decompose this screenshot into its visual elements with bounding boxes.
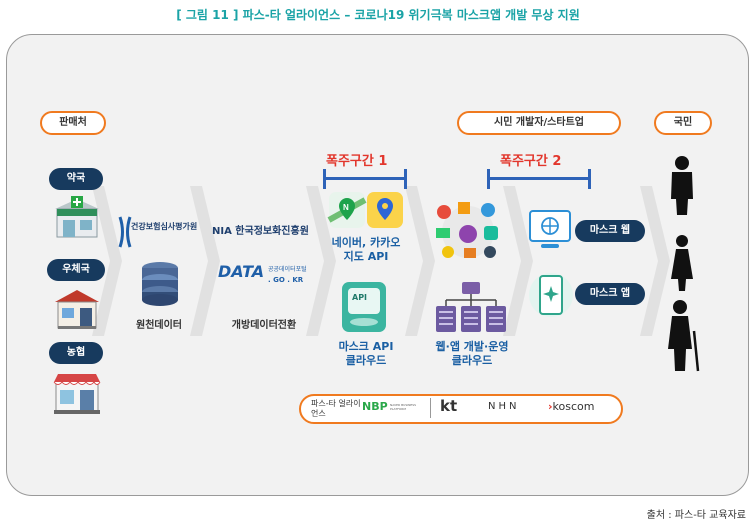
webapp-cloud-label-line1: 웹·앱 개발·운영: [435, 340, 509, 353]
hira-logo-text: 건강보험심사평가원: [131, 222, 198, 231]
partner-nbp-sub: NAVER BUSINESS PLATFORM: [390, 403, 417, 411]
flow-arrow-5: [503, 186, 533, 336]
partner-kt-logo: kt: [440, 397, 458, 415]
bottleneck-1-bracket: [323, 169, 407, 189]
api-badge: API: [352, 293, 368, 302]
open-data-conversion-label: 개방데이터전환: [231, 320, 297, 331]
section-developers-pill: 시민 개발자/스타트업: [457, 111, 621, 135]
section-citizens-pill: 국민: [654, 111, 712, 135]
source-caption: 출처 : 파스-타 교육자료: [646, 510, 746, 521]
nh-store-building-icon: [53, 374, 101, 414]
mobile-app-icon: [529, 273, 573, 317]
partner-divider-1: [430, 398, 431, 418]
web-browser-icon: [529, 210, 571, 248]
pharmacy-building-icon: [55, 196, 99, 238]
partner-koscom-logo: ›koscom: [548, 400, 595, 413]
developer-tools-cluster-icon: [436, 202, 498, 258]
flow-arrow-4: [405, 186, 435, 336]
bottleneck-1-label: 폭주구간 1: [326, 154, 388, 169]
figure-title: [ 그림 11 ] 파스-타 얼라이언스 – 코로나19 위기극복 마스크앱 개…: [176, 8, 580, 22]
flow-arrow-3: [306, 186, 336, 336]
server-rack-icon: [436, 282, 506, 332]
map-api-label-line1: 네이버, 카카오: [331, 236, 401, 249]
partner-nbp-logo: NBP: [362, 400, 388, 413]
webapp-cloud-label-line2: 클라우드: [451, 354, 493, 367]
section-sellers-pill: 판매처: [40, 111, 106, 135]
mask-app-badge: 마스크 앱: [575, 283, 645, 305]
citizens-people-icon: [668, 156, 700, 372]
map-app-icons: N: [327, 192, 403, 228]
flow-arrow-6: [640, 186, 670, 336]
seller-pharmacy-label: 약국: [49, 168, 103, 190]
flow-arrow-1: [92, 186, 122, 336]
data-go-kr-logo: DATA: [218, 262, 265, 281]
seller-nh-label: 농협: [49, 342, 103, 364]
partners-bar: [299, 394, 623, 424]
post-office-building-icon: [55, 290, 99, 329]
svg-text:N: N: [343, 203, 349, 212]
mask-web-badge: 마스크 웹: [575, 220, 645, 242]
source-database-icon: [142, 262, 178, 306]
flow-arrow-2: [190, 186, 220, 336]
bottleneck-2-bracket: [487, 169, 591, 189]
mask-api-cloud-label-line1: 마스크 API: [338, 340, 394, 353]
nia-logo-text: NIA 한국정보화진흥원: [212, 226, 309, 237]
hira-logo-icon: [118, 216, 132, 248]
data-portal-sub: 공공데이터포털: [268, 266, 307, 273]
seller-post-office-label: 우체국: [47, 259, 105, 281]
map-api-label-line2: 지도 API: [343, 250, 389, 263]
source-data-label: 원천데이터: [136, 320, 182, 331]
data-portal-domain: . GO . KR: [268, 276, 304, 284]
partner-nhn-logo: NHN: [488, 401, 520, 412]
mask-api-cloud-label-line2: 클라우드: [345, 354, 387, 367]
paasta-alliance-label: 파스-타 얼라이언스: [311, 399, 361, 418]
bottleneck-2-label: 폭주구간 2: [500, 154, 562, 169]
mask-api-cloud-icon: [342, 282, 386, 332]
